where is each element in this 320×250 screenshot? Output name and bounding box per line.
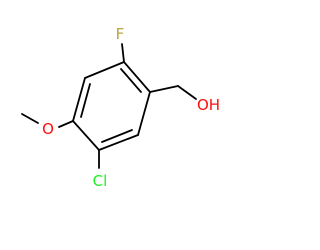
molecule-drawing: F OH O Cl xyxy=(21,25,220,190)
bond-c4-methoxy-oxygen xyxy=(58,120,74,128)
ring-bond-c2-c3 xyxy=(84,61,125,79)
ring-double-bond-c5-c6 xyxy=(101,129,133,143)
ring-bond-c5-c6 xyxy=(98,134,139,151)
ring-bond-c4-c5 xyxy=(72,120,100,151)
chlorine-label: Cl xyxy=(93,172,108,190)
bond-methoxy-oxygen-methyl xyxy=(21,113,39,124)
fluorine-label: F xyxy=(116,25,125,43)
ring-bonds xyxy=(72,61,151,151)
ring-double-bond-c3-c4 xyxy=(80,83,91,118)
substituent-bonds xyxy=(21,43,197,169)
bond-c1-ch2 xyxy=(149,85,179,93)
structure-canvas: F OH O Cl xyxy=(21,25,220,190)
ring-bond-c1-c2 xyxy=(123,61,151,93)
bond-c2-fluorine xyxy=(121,43,125,63)
methoxy-oxygen-label: O xyxy=(42,120,54,138)
atom-labels: F OH O Cl xyxy=(42,25,220,190)
ring-bond-c3-c4 xyxy=(72,77,86,122)
bond-ch2-hydroxyl xyxy=(177,85,197,100)
ring-double-bond-c1-c2 xyxy=(120,68,142,93)
hydroxyl-label: OH xyxy=(197,96,220,114)
ring-bond-c6-c1 xyxy=(137,91,151,136)
